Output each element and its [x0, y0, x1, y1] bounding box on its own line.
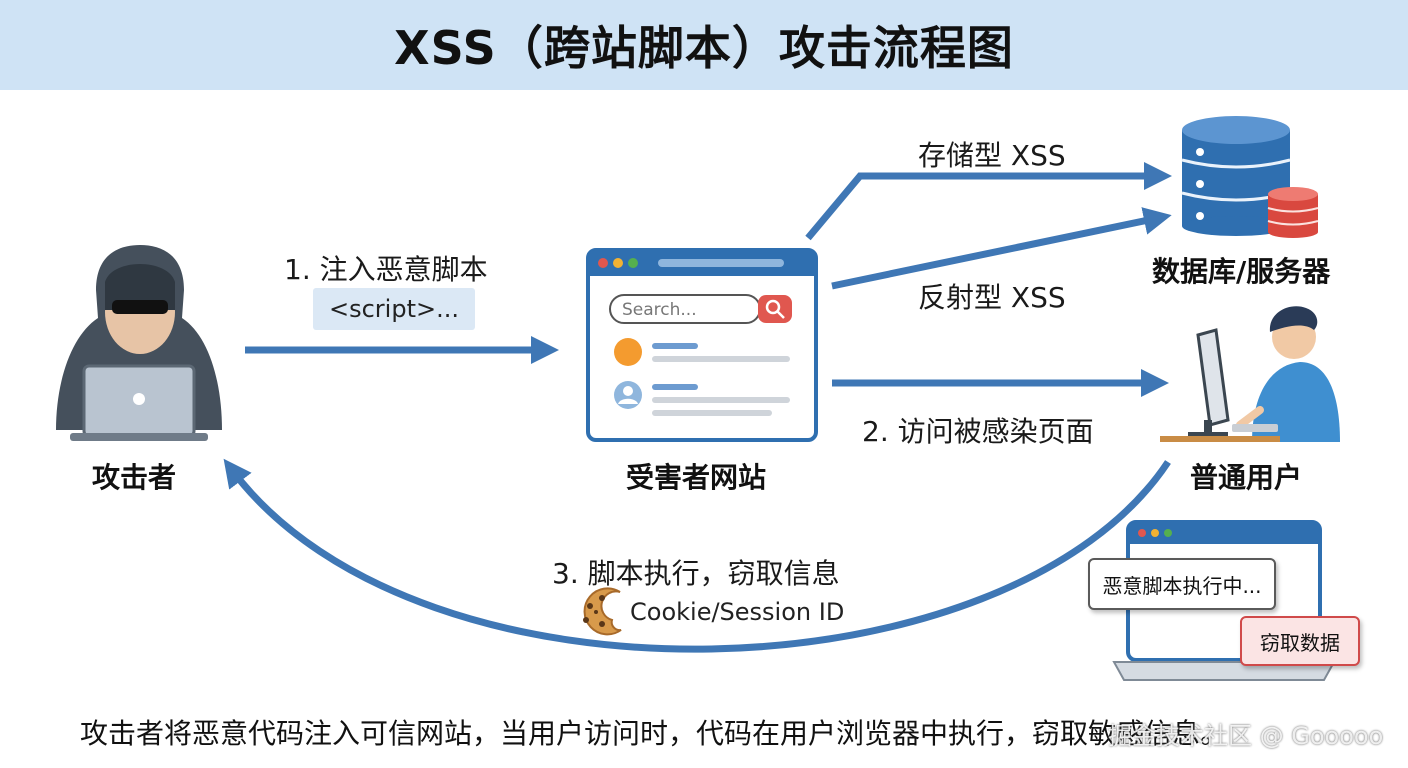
arrow-return: [223, 458, 1171, 653]
user-icon: [1160, 306, 1340, 442]
inject-code-text: <script>...: [329, 295, 459, 323]
reflected-xss-label: 反射型 XSS: [918, 281, 1066, 314]
step-execute-label: 3. 脚本执行，窃取信息: [552, 557, 840, 590]
running-popup-text: 恶意脚本执行中...: [1102, 573, 1262, 598]
step-inject-label: 1. 注入恶意脚本: [284, 253, 488, 286]
page-title: XSS（跨站脚本）攻击流程图: [394, 21, 1014, 75]
database-label: 数据库/服务器: [1152, 255, 1331, 288]
stored-xss-label: 存储型 XSS: [918, 139, 1066, 172]
arrow-reflected: [831, 207, 1172, 290]
cookie-label: Cookie/Session ID: [630, 598, 845, 626]
caption: 攻击者将恶意代码注入可信网站，当用户访问时，代码在用户浏览器中执行，窃取敏感信息…: [80, 717, 1229, 750]
steal-popup: 窃取数据: [1240, 616, 1360, 666]
watermark: 掘金技术社区 @ Gooooo: [1108, 722, 1384, 750]
database-icon: [1181, 116, 1319, 238]
steal-popup-text: 窃取数据: [1260, 630, 1340, 655]
running-popup: 恶意脚本执行中...: [1088, 558, 1276, 610]
user-label: 普通用户: [1190, 461, 1303, 494]
cookie-icon: [583, 587, 622, 636]
title-bar: XSS（跨站脚本）攻击流程图: [0, 0, 1408, 90]
attacker-icon: [56, 245, 222, 441]
attacker-label: 攻击者: [92, 461, 177, 494]
victim-site-label: 受害者网站: [626, 461, 767, 494]
victim-browser-icon: Search...: [586, 248, 818, 442]
arrow-stored: [805, 162, 1172, 241]
step-visit-label: 2. 访问被感染页面: [862, 415, 1094, 448]
inject-code-box: <script>...: [313, 288, 475, 330]
search-placeholder: Search...: [622, 300, 697, 320]
